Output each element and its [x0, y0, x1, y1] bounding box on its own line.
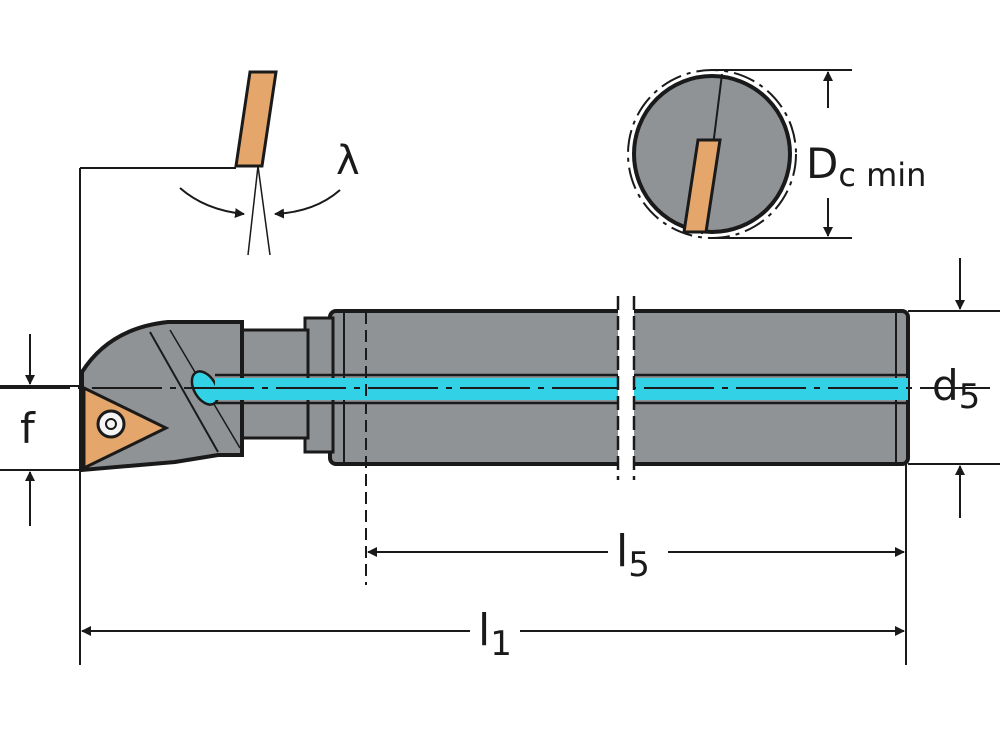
- dimension-d5: d5: [908, 258, 1000, 518]
- lambda-label: λ: [336, 138, 360, 184]
- lambda-ref-line-a: [247, 165, 259, 256]
- side-view: [0, 167, 995, 665]
- l1-label: l1: [478, 605, 512, 664]
- lambda-insert: [234, 70, 278, 168]
- lambda-arc-left: [179, 187, 245, 219]
- lambda-arc-right: [274, 189, 341, 219]
- dimension-f: f: [0, 334, 84, 526]
- insert-screw-inner: [105, 418, 117, 430]
- d5-label: d5: [932, 361, 980, 417]
- dimension-l5: l5: [367, 464, 907, 585]
- f-label: f: [20, 404, 36, 453]
- end-view-insert: [682, 138, 722, 234]
- lambda-ref-line-b: [257, 165, 271, 256]
- lambda-detail: λ: [179, 70, 360, 256]
- break-gap: [618, 296, 634, 480]
- end-view: Dc min: [627, 69, 926, 239]
- dc-min-label: Dc min: [806, 139, 926, 194]
- dimension-l1: l1: [81, 585, 907, 665]
- l5-label: l5: [616, 526, 650, 585]
- head-feature-line-a: [149, 331, 219, 453]
- cutting-insert: [82, 385, 170, 471]
